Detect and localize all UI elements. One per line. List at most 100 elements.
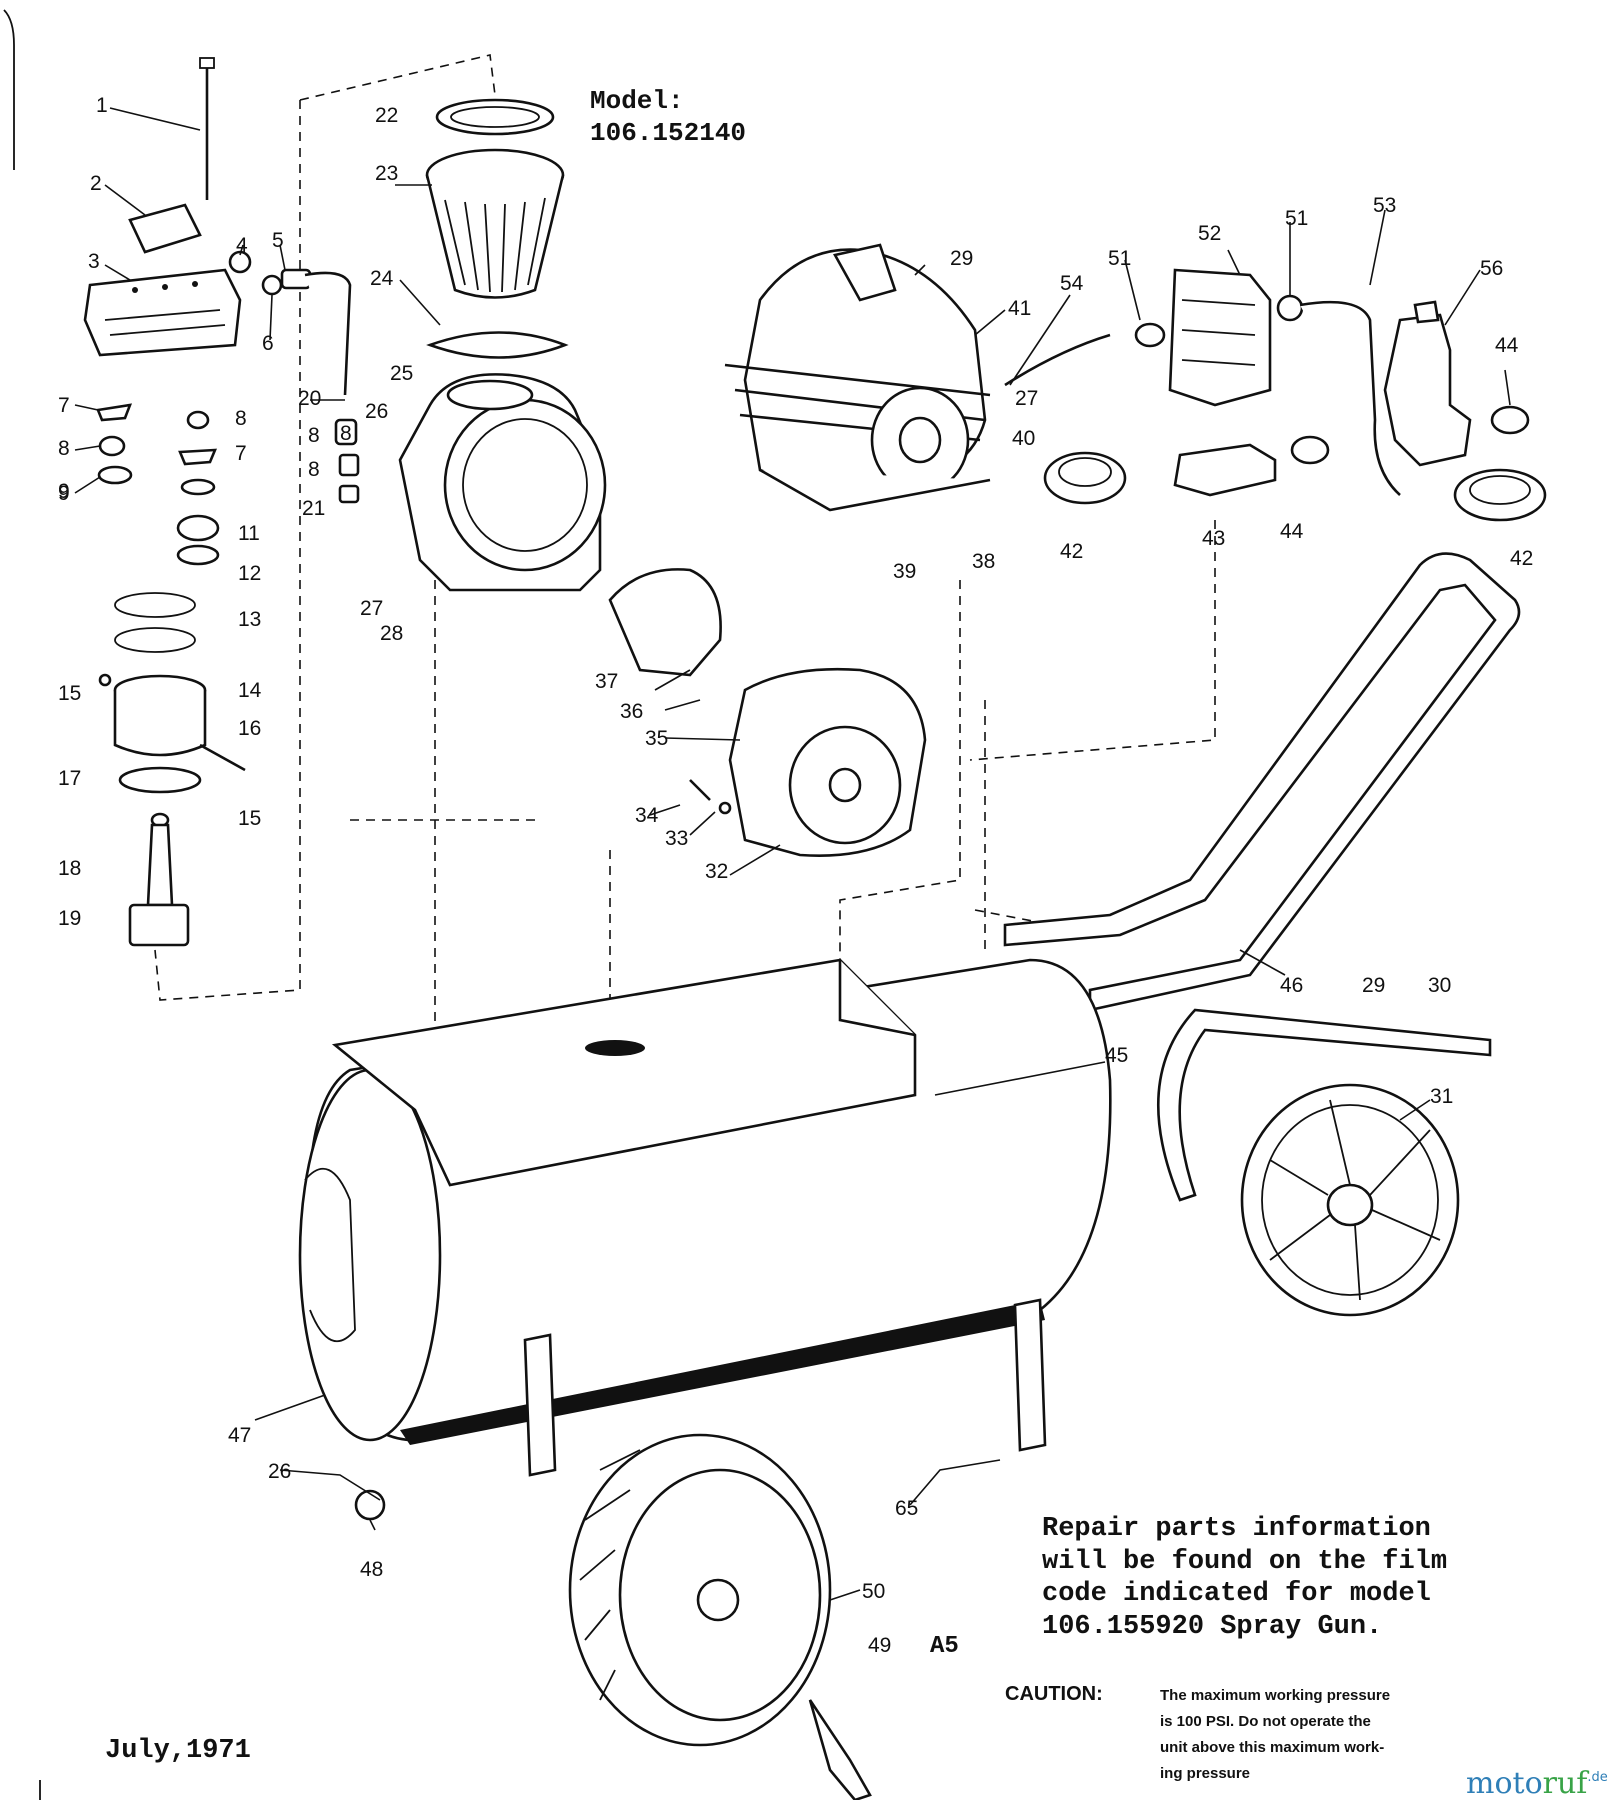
part-1-long-bolt [199, 57, 215, 200]
callout-leaders [74, 107, 1511, 1601]
callout: 29 [1362, 974, 1385, 997]
caution-line: The maximum working pressure [1160, 1687, 1390, 1704]
handle-46 [1003, 552, 1521, 1012]
shroud-plate [331, 958, 917, 1187]
callout: 54 [1060, 272, 1084, 295]
date: July,1971 [105, 1736, 251, 1766]
fender-30 [1157, 1008, 1492, 1202]
saddles-65 [523, 1298, 1047, 1477]
callout: 25 [390, 362, 413, 385]
hose-53 [1299, 300, 1401, 496]
callout: 8 [308, 424, 320, 447]
cooling-cylinder-23 [425, 148, 565, 299]
repair-note-line: will be found on the film [1042, 1547, 1447, 1577]
callout: 21 [302, 497, 325, 520]
callout: 34 [635, 804, 659, 827]
callout: 4 [236, 234, 248, 257]
callout: 48 [360, 1558, 383, 1581]
axle-bolt-49 [808, 1699, 872, 1800]
pressure-switch-52 [1168, 268, 1272, 407]
callout: 26 [268, 1460, 291, 1483]
callout: 24 [370, 267, 394, 290]
callout: 11 [238, 522, 260, 545]
repair-note-line: 106.155920 Spray Gun. [1042, 1612, 1382, 1642]
repair-note-line: code indicated for model [1042, 1579, 1431, 1609]
wheel-31 [1240, 1083, 1460, 1317]
rings-13 [114, 592, 196, 653]
callout: 45 [1105, 1044, 1128, 1067]
callout: 50 [862, 1580, 885, 1603]
callout: 5 [272, 229, 284, 252]
callout: 36 [620, 700, 643, 723]
callout: 42 [1510, 547, 1533, 570]
callout: 18 [58, 857, 81, 880]
sheet-code: A5 [930, 1633, 959, 1660]
callout: 3 [88, 250, 100, 273]
callout: 65 [895, 1497, 918, 1520]
callout: 8 [340, 422, 352, 445]
valve-parts-7-12 [96, 403, 220, 566]
regulator-56 [1383, 300, 1472, 467]
gasket-22 [435, 98, 555, 136]
caution-line: is 100 PSI. Do not operate the [1160, 1713, 1371, 1730]
piston-14 [98, 673, 246, 772]
caution-label: CAUTION: [1005, 1683, 1103, 1705]
callout: 26 [365, 400, 388, 423]
callout: 40 [1012, 427, 1035, 450]
callout: 20 [298, 387, 321, 410]
callout: 44 [1495, 334, 1519, 357]
model-number: 106.152140 [590, 118, 746, 148]
callout: 51 [1108, 247, 1131, 270]
callout-numbers: 1 2 3 4 5 6 7 8 9 8 7 8 9 11 12 13 15 14… [58, 94, 1533, 1657]
crankcase-28 [398, 373, 607, 592]
repair-note: Repair parts information will be found o… [1042, 1514, 1447, 1642]
callout: 31 [1430, 1085, 1453, 1108]
callout: 29 [950, 247, 973, 270]
callout: 43 [1202, 527, 1225, 550]
gasket-24 [426, 331, 569, 359]
callout: 12 [238, 562, 261, 585]
nut-48 [354, 1489, 386, 1521]
callout: 13 [238, 608, 261, 631]
wheel-50 [568, 1433, 832, 1747]
margin-bracket [3, 9, 15, 170]
callout: 47 [228, 1424, 251, 1447]
callout: 53 [1373, 194, 1396, 217]
caution-line: ing pressure [1160, 1765, 1250, 1782]
fittings-4-5-6 [228, 250, 312, 296]
callout: 6 [262, 332, 274, 355]
callout: 23 [375, 162, 398, 185]
callout: 37 [595, 670, 618, 693]
callout: 15 [58, 682, 81, 705]
callout: 44 [1280, 520, 1304, 543]
callout: 51 [1285, 207, 1308, 230]
callout: 39 [893, 560, 916, 583]
callout: 28 [380, 622, 403, 645]
ring-17 [118, 766, 202, 794]
callout: 9 [58, 482, 70, 505]
fittings-44-42 [1043, 405, 1547, 522]
part-2-reed [128, 203, 202, 254]
callout: 30 [1428, 974, 1451, 997]
svg-text:motoruf.de: motoruf.de [1466, 1766, 1608, 1800]
model-label: Model: [590, 86, 684, 116]
callout: 42 [1060, 540, 1083, 563]
callout: 17 [58, 767, 81, 790]
callout: 35 [645, 727, 668, 750]
fittings-8-21 [334, 418, 360, 504]
callout: 1 [96, 94, 108, 117]
callout: 2 [90, 172, 102, 195]
callout: 8 [308, 458, 320, 481]
callout: 27 [1015, 387, 1038, 410]
callout: 8 [235, 407, 247, 430]
pressure-switch-41 [724, 243, 991, 512]
callout: 52 [1198, 222, 1221, 245]
watermark-logo: motoruf.de [1466, 1766, 1608, 1800]
motor-32 [728, 667, 927, 857]
callout: 22 [375, 104, 398, 127]
parts-33-34 [689, 779, 732, 815]
callout: 15 [238, 807, 261, 830]
motor-cover-37 [608, 568, 722, 677]
callout: 8 [58, 437, 70, 460]
